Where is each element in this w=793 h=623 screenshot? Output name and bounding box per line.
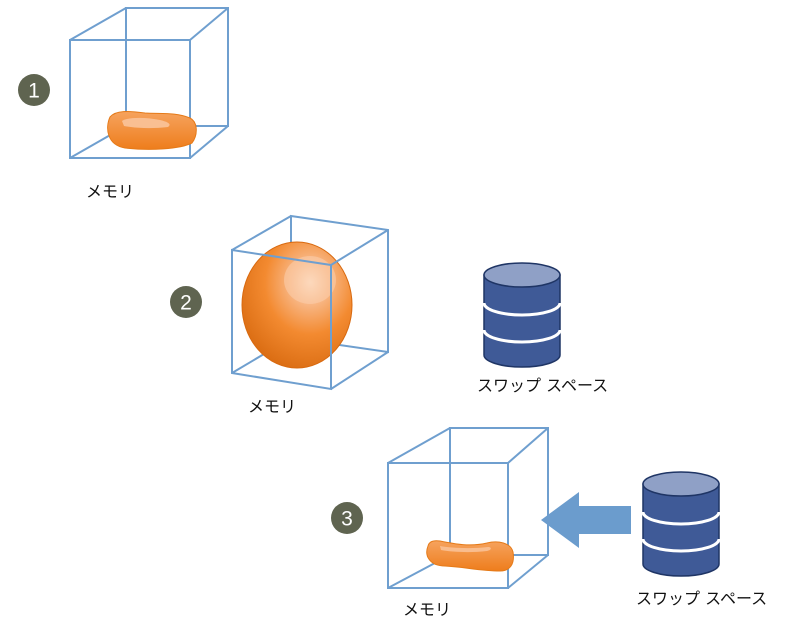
memory-label: メモリ bbox=[403, 600, 451, 619]
left-arrow-icon bbox=[541, 492, 631, 548]
step-badge-1: 1 bbox=[18, 74, 50, 106]
memory-label: メモリ bbox=[248, 397, 296, 416]
database-icon bbox=[641, 471, 721, 577]
step-number: 2 bbox=[180, 292, 192, 315]
swap-space-label: スワップ スペース bbox=[636, 589, 767, 608]
memory-label: メモリ bbox=[86, 182, 134, 201]
step-badge-2: 2 bbox=[170, 286, 202, 318]
data-blob-icon bbox=[107, 111, 197, 150]
step-1: 1 メモリ bbox=[18, 7, 229, 201]
step-number: 3 bbox=[341, 508, 353, 531]
memory-box-icon bbox=[69, 7, 229, 159]
data-blob-icon bbox=[426, 540, 514, 572]
step-number: 1 bbox=[28, 80, 40, 103]
step-2: 2 メモリ スワップ スペース bbox=[170, 214, 608, 416]
database-icon bbox=[482, 262, 562, 368]
memory-box-front-icon bbox=[231, 229, 389, 391]
memory-box-icon bbox=[387, 427, 549, 589]
data-blob-icon bbox=[241, 241, 353, 369]
swap-space-label: スワップ スペース bbox=[477, 376, 608, 395]
step-badge-3: 3 bbox=[331, 502, 363, 534]
step-3: 3 メモリ スワップ スペース bbox=[331, 427, 767, 619]
